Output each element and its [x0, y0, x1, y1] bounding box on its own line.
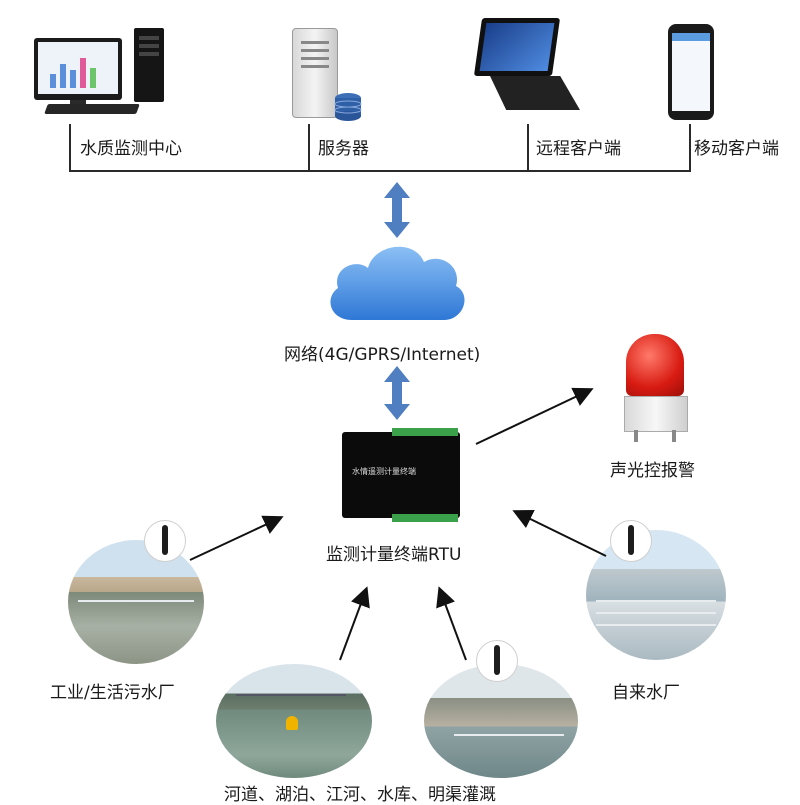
label-mobile-client: 移动客户端 — [694, 139, 779, 159]
water-plant-photo — [586, 530, 726, 660]
server-icon — [292, 28, 338, 118]
arrow-from-tapwater — [512, 510, 607, 557]
mobile-phone-icon — [668, 24, 714, 120]
database-icon — [334, 93, 362, 121]
rtu-device-text: 水情遥测计量终端 — [352, 467, 416, 476]
label-server: 服务器 — [318, 139, 369, 159]
arrow-from-wastewater — [189, 515, 284, 561]
label-rtu: 监测计量终端RTU — [326, 545, 462, 565]
bus-drop-remote — [527, 124, 529, 172]
monitoring-center-monitor-icon — [34, 38, 122, 100]
bus-drop-server — [308, 124, 310, 172]
cloud-icon — [330, 246, 465, 320]
label-network: 网络(4G/GPRS/Internet) — [284, 345, 481, 365]
sensor-probe-icon — [476, 640, 518, 682]
arrow-from-river — [339, 586, 370, 661]
rtu-device-icon: 水情遥测计量终端 — [342, 428, 460, 522]
river-photo — [216, 664, 372, 778]
sensor-probe-icon — [610, 520, 652, 562]
bus-drop-mobile — [689, 124, 691, 172]
alarm-base — [624, 396, 688, 432]
label-remote-client: 远程客户端 — [536, 139, 621, 159]
arrow-to-alarm — [475, 387, 594, 445]
label-alarm: 声光控报警 — [610, 461, 695, 481]
sensor-probe-icon — [144, 520, 186, 562]
alarm-leg — [672, 430, 676, 442]
label-tapwater: 自来水厂 — [612, 683, 680, 703]
label-monitoring-center: 水质监测中心 — [80, 139, 182, 159]
link-arrow-top — [384, 182, 410, 238]
alarm-leg — [634, 430, 638, 442]
wastewater-plant-photo — [68, 540, 204, 664]
label-wastewater: 工业/生活污水厂 — [50, 683, 175, 703]
alarm-light-icon — [626, 334, 684, 396]
network-bus-line — [69, 170, 691, 172]
arrow-from-canal — [436, 586, 467, 661]
pc-tower-icon — [134, 28, 164, 102]
link-arrow-bottom — [384, 366, 410, 420]
bus-drop-center — [69, 124, 71, 172]
canal-photo — [424, 664, 578, 778]
